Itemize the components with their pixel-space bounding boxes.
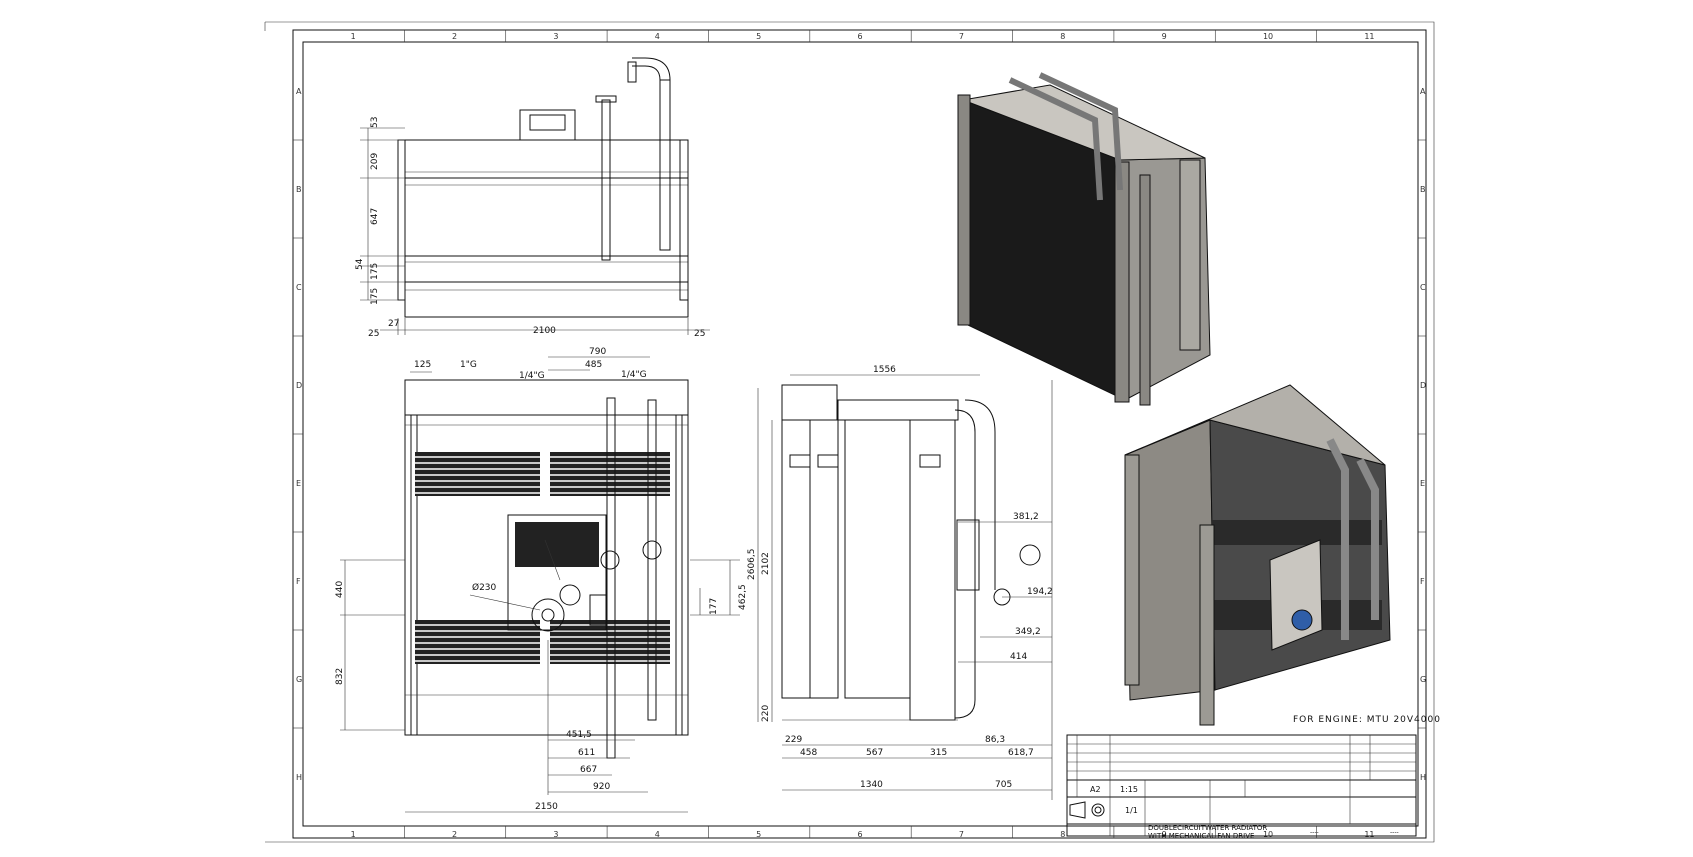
- zone-col-label: 11: [1364, 32, 1374, 41]
- side-view: 53 209 647 54 175 175 25 27 2100 25: [355, 57, 710, 339]
- zone-row-label: E: [296, 479, 301, 488]
- zone-rows-right: A B C D E F G H: [1418, 87, 1426, 782]
- zone-row-label: B: [296, 185, 302, 194]
- dim-125: 125: [414, 360, 431, 370]
- dim-1340: 1340: [860, 780, 883, 790]
- dim-209: 209: [370, 153, 380, 170]
- tb-dash-a: ----: [1310, 829, 1319, 836]
- dim-349-2: 349,2: [1015, 627, 1041, 637]
- dim-53: 53: [370, 117, 380, 128]
- tb-title-2: WITH MECHANICAL FAN DRIVE: [1148, 832, 1254, 840]
- dim-611: 611: [578, 748, 595, 758]
- zone-columns-top: 1 2 3 4 5 6 7 8 9 10 11: [351, 30, 1375, 42]
- zone-col-label: 2: [452, 32, 457, 41]
- dim-485: 485: [585, 360, 602, 370]
- zone-row-label: C: [1420, 283, 1426, 292]
- zone-row-label: C: [296, 283, 302, 292]
- zone-row-label: D: [296, 381, 302, 390]
- dim-567: 567: [866, 748, 883, 758]
- dim-27: 27: [388, 319, 399, 329]
- dim-2150: 2150: [535, 802, 558, 812]
- tb-scale: 1:15: [1120, 785, 1138, 794]
- dim-1g: 1"G: [460, 360, 477, 370]
- zone-row-label: F: [296, 577, 301, 586]
- zone-col-label: 6: [858, 830, 863, 839]
- dim-175-a: 175: [370, 263, 380, 280]
- zone-row-label: H: [1420, 773, 1426, 782]
- zone-col-label: 8: [1060, 32, 1065, 41]
- zone-row-label: H: [296, 773, 302, 782]
- tb-title-1: DOUBLECIRCUITWATER RADIATOR: [1148, 824, 1267, 832]
- zone-col-label: 5: [756, 830, 761, 839]
- zone-col-label: 9: [1162, 32, 1167, 41]
- zone-col-label: 3: [553, 32, 558, 41]
- zone-col-label: 4: [655, 32, 660, 41]
- dim-458: 458: [800, 748, 817, 758]
- section-view: 1556 2606,5 2102 220 381,2 194,2 349,2 4…: [747, 365, 1053, 800]
- zone-row-label: A: [1420, 87, 1426, 96]
- dim-25-left: 25: [368, 329, 379, 339]
- dim-175-b: 175: [370, 288, 380, 305]
- zone-columns-bottom: 1 2 3 4 5 6 7 8 9 10 11: [351, 826, 1375, 839]
- zone-row-label: B: [1420, 185, 1426, 194]
- dim-1556: 1556: [873, 365, 896, 375]
- dim-451-5: 451,5: [566, 730, 592, 740]
- zone-rows-left: A B C D E F G H: [293, 87, 303, 782]
- dim-920: 920: [593, 782, 610, 792]
- zone-row-label: E: [1420, 479, 1425, 488]
- dim-462-5: 462,5: [738, 584, 748, 610]
- zone-col-label: 11: [1364, 830, 1374, 839]
- zone-row-label: A: [296, 87, 302, 96]
- dim-2102: 2102: [761, 552, 771, 575]
- dim-86-3: 86,3: [985, 735, 1005, 745]
- title-block: A2 1:15 1/1 DOUBLECIRCUITWATER RADIATOR …: [1066, 734, 1417, 840]
- zone-row-label: G: [1420, 675, 1426, 684]
- zone-col-label: 6: [858, 32, 863, 41]
- zone-col-label: 8: [1060, 830, 1065, 839]
- zone-col-label: 1: [351, 32, 356, 41]
- zone-col-label: 2: [452, 830, 457, 839]
- dim-618-7: 618,7: [1008, 748, 1034, 758]
- dim-440: 440: [335, 581, 345, 598]
- zone-col-label: 10: [1263, 830, 1273, 839]
- zone-row-label: F: [1420, 577, 1425, 586]
- dim-647: 647: [370, 208, 380, 225]
- zone-col-label: 10: [1263, 32, 1273, 41]
- dim-220: 220: [761, 705, 771, 722]
- dim-381-2: 381,2: [1013, 512, 1039, 522]
- tb-format: A2: [1090, 785, 1101, 794]
- zone-col-label: 5: [756, 32, 761, 41]
- dim-414: 414: [1010, 652, 1027, 662]
- dim-315: 315: [930, 748, 947, 758]
- zone-col-label: 7: [959, 32, 964, 41]
- dim-705: 705: [995, 780, 1012, 790]
- dim-177: 177: [709, 598, 719, 615]
- tb-dash-b: ----: [1390, 829, 1399, 836]
- zone-col-label: 4: [655, 830, 660, 839]
- dim-667: 667: [580, 765, 597, 775]
- dim-quarter-g-b: 1/4"G: [621, 370, 647, 380]
- dim-194-2: 194,2: [1027, 587, 1053, 597]
- dim-790: 790: [589, 347, 606, 357]
- front-view: 125 1"G 1/4"G 790 485 1/4"G 440 832 Ø230…: [335, 347, 748, 813]
- zone-col-label: 1: [351, 830, 356, 839]
- zone-col-label: 7: [959, 830, 964, 839]
- zone-row-label: D: [1420, 381, 1426, 390]
- zone-col-label: 9: [1162, 830, 1167, 839]
- dim-2100: 2100: [533, 326, 556, 336]
- tb-sheet: 1/1: [1125, 806, 1138, 815]
- dim-2606-5: 2606,5: [747, 549, 757, 581]
- dim-832: 832: [335, 668, 345, 685]
- zone-col-label: 3: [553, 830, 558, 839]
- dim-dia-230: Ø230: [472, 582, 497, 593]
- zone-row-label: G: [296, 675, 302, 684]
- dim-25-right: 25: [694, 329, 705, 339]
- engine-note: FOR ENGINE: MTU 20V4000: [1293, 715, 1441, 725]
- dim-229: 229: [785, 735, 802, 745]
- isometric-view-rear: [957, 72, 1211, 406]
- isometric-view-front: [1124, 384, 1391, 726]
- dim-quarter-g-a: 1/4"G: [519, 371, 545, 381]
- dim-54: 54: [355, 258, 365, 270]
